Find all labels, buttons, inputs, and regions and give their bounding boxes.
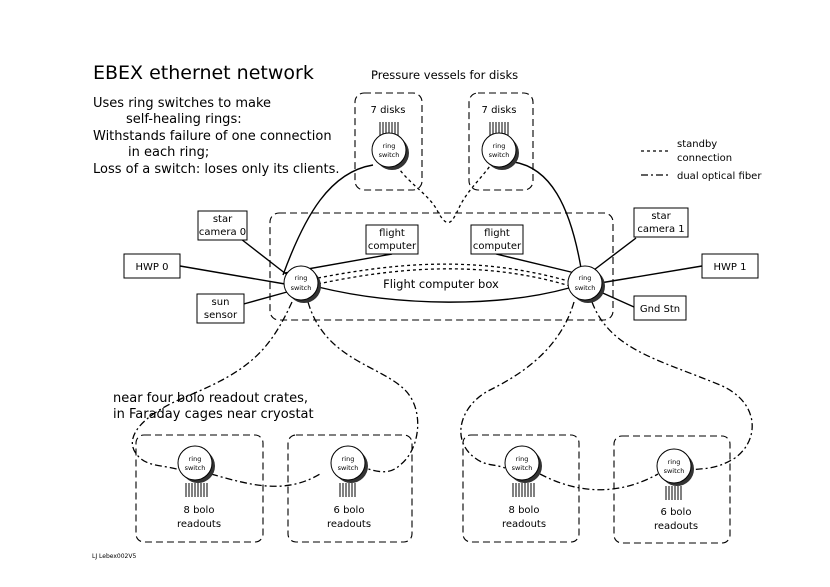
svg-text:switch: switch	[185, 464, 206, 472]
legend-standby-text-1: standby	[677, 139, 717, 150]
hwp-1-box	[701, 253, 759, 279]
svg-text:ring: ring	[579, 274, 592, 282]
bolo-crate-1	[135, 434, 264, 543]
star-camera-1-box	[633, 207, 689, 238]
flight-computer-1-label-2: computer	[368, 241, 417, 252]
ring-switch-bolo-2: ring switch	[330, 445, 368, 497]
svg-text:ring: ring	[668, 458, 681, 466]
star-camera-0-label-2: camera 0	[199, 227, 246, 238]
bolo-crate-2	[287, 434, 413, 543]
sun-sensor-label-1: sun	[212, 297, 230, 308]
standby-left-to-right-b	[317, 268, 571, 287]
svg-text:ring: ring	[295, 274, 308, 282]
svg-text:ring: ring	[493, 142, 506, 150]
svg-text:ring: ring	[189, 455, 202, 463]
ring-switch-bolo-1: ring switch	[177, 445, 215, 497]
legend-fiber-text: dual optical fiber	[677, 171, 762, 182]
legend-standby-text-2: connection	[677, 153, 732, 164]
pressure-vessel-1	[354, 92, 423, 191]
bolo-4-label-1: 6 bolo	[661, 507, 692, 518]
flight-computer-2-box	[470, 224, 524, 255]
pressure-vessels-label: Pressure vessels for disks	[371, 68, 518, 82]
svg-text:switch: switch	[338, 464, 359, 472]
link-left-to-right	[317, 286, 570, 303]
diagram-title: EBEX ethernet network	[93, 62, 314, 84]
bolo-3-label-1: 8 bolo	[509, 505, 540, 516]
disks-label-1: 7 disks	[371, 105, 406, 116]
star-camera-0-label-1: star	[213, 214, 233, 225]
svg-text:ring: ring	[383, 142, 396, 150]
desc-line-1: Uses ring switches to make	[93, 96, 271, 111]
fiber-left-between	[210, 473, 321, 487]
link-hwp1	[599, 265, 703, 284]
bolo-crate-4	[613, 435, 731, 544]
gnd-stn-label: Gnd Stn	[640, 304, 680, 315]
flight-computer-1-box	[365, 224, 419, 255]
link-right-to-disk2	[513, 161, 582, 269]
desc-line-5: Loss of a switch: loses only its clients…	[93, 162, 340, 177]
gnd-stn-box	[633, 295, 687, 321]
link-star0	[240, 238, 287, 275]
bolo-4-label-2: readouts	[654, 521, 698, 532]
fiber-left-inner	[307, 301, 419, 473]
link-hwp0	[179, 265, 286, 285]
ring-switch-disk-2: ring switch	[481, 122, 519, 170]
hwp-0-label: HWP 0	[136, 262, 169, 273]
svg-text:switch: switch	[512, 464, 533, 472]
svg-text:switch: switch	[379, 151, 400, 159]
ring-switch-bolo-4: ring switch	[656, 448, 694, 500]
ring-switch-flight-left: ring switch	[283, 265, 321, 303]
footer-id: LJ Lebex002V5	[92, 553, 136, 560]
svg-text:ring: ring	[516, 455, 529, 463]
svg-text:switch: switch	[575, 284, 596, 292]
svg-text:ring: ring	[342, 455, 355, 463]
fiber-right-inner	[591, 301, 753, 471]
link-right-to-fc2	[495, 253, 576, 274]
link-left-to-disk1	[282, 164, 374, 276]
desc-line-4: in each ring;	[128, 145, 209, 160]
svg-text:switch: switch	[489, 151, 510, 159]
link-sun	[239, 291, 288, 306]
sun-sensor-box	[196, 293, 245, 324]
link-star1	[589, 237, 637, 274]
ring-switch-flight-right: ring switch	[567, 265, 605, 303]
ring-switch-bolo-3: ring switch	[504, 445, 542, 497]
pressure-vessel-2	[468, 92, 534, 191]
sun-sensor-label-2: sensor	[204, 310, 238, 321]
bolo-1-label-2: readouts	[177, 519, 221, 530]
desc-line-3: Withstands failure of one connection	[93, 129, 332, 144]
bolo-2-label-1: 6 bolo	[334, 505, 365, 516]
standby-disks	[396, 165, 491, 224]
star-camera-1-label-1: star	[651, 211, 671, 222]
flight-computer-2-label-1: flight	[484, 228, 510, 239]
star-camera-0-box	[197, 210, 248, 241]
fiber-left-outer	[131, 301, 293, 471]
star-camera-1-label-2: camera 1	[637, 224, 684, 235]
flight-computer-1-label-1: flight	[379, 228, 405, 239]
bolo-crate-3	[462, 434, 580, 543]
crates-label-1: near four bolo readout crates,	[113, 391, 308, 406]
hwp-1-label: HWP 1	[714, 262, 747, 273]
standby-left-to-right-a	[317, 263, 569, 282]
bolo-3-label-2: readouts	[502, 519, 546, 530]
bolo-1-label-1: 8 bolo	[184, 505, 215, 516]
bolo-2-label-2: readouts	[327, 519, 371, 530]
svg-text:switch: switch	[664, 467, 685, 475]
flight-computer-2-label-2: computer	[473, 241, 522, 252]
ring-switch-disk-1: ring switch	[371, 122, 409, 170]
desc-line-2: self-healing rings:	[126, 112, 242, 127]
fiber-right-outer	[460, 301, 575, 469]
fiber-right-between	[539, 473, 659, 491]
disks-label-2: 7 disks	[482, 105, 517, 116]
flight-box-label: Flight computer box	[383, 277, 499, 291]
hwp-0-box	[123, 253, 181, 279]
svg-text:switch: switch	[291, 284, 312, 292]
flight-computer-box	[269, 212, 614, 321]
crates-label-2: in Faraday cages near cryostat	[113, 407, 314, 422]
